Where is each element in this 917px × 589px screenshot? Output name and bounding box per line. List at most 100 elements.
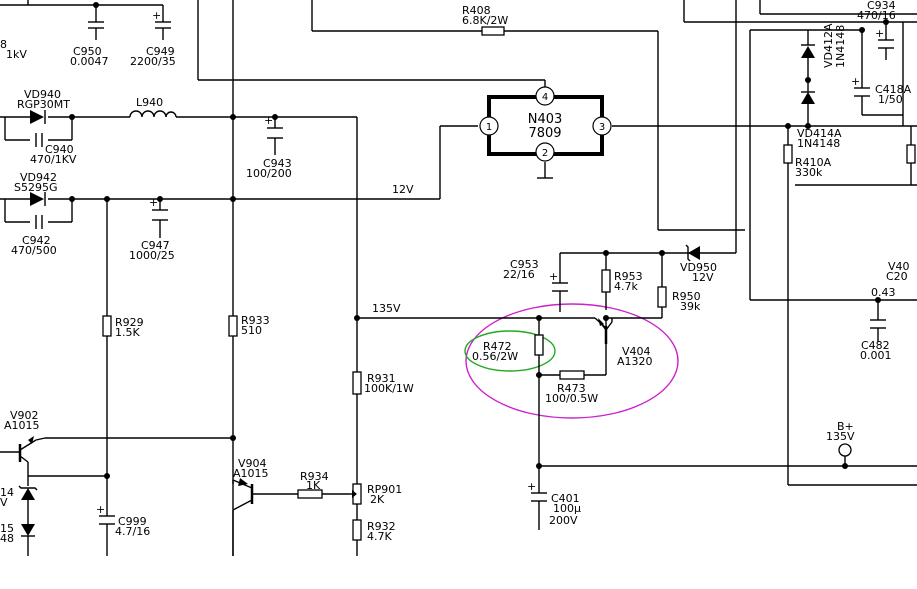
c942-value: 470/500 (11, 244, 57, 257)
bplus-label: B+ (837, 420, 854, 433)
r410a-value: 330k (795, 166, 823, 179)
c401-ref: C401 (551, 492, 580, 505)
capacitors: + + + + + + + + (35, 9, 894, 525)
vd942-value: S5295G (14, 181, 58, 194)
v904-value: A1015 (233, 467, 269, 480)
l940-inductor-icon (129, 110, 177, 118)
r933-ref: R933 (241, 314, 270, 327)
c947-value: 1000/25 (129, 249, 175, 262)
v40-value: C20 (886, 270, 908, 283)
c940-value: 470/1KV (30, 153, 77, 166)
left-zener-icon (21, 488, 35, 500)
r932-ref: R932 (367, 520, 396, 533)
c999-ref: C999 (118, 515, 147, 528)
r410a-ref: R410A (795, 156, 832, 169)
vd412a-ref: VD412A (822, 23, 835, 68)
c999-value: 4.7/16 (115, 525, 150, 538)
c401-value: 100µ (553, 502, 581, 515)
v904-arrow (238, 478, 248, 486)
n403-pin4: 4 (542, 92, 548, 103)
l940-ref: L940 (136, 96, 163, 109)
vd950-value: 12V (692, 271, 714, 284)
c943-ref: C943 (263, 157, 292, 170)
c947-ref: C947 (141, 239, 170, 252)
r408-ref: R408 (462, 4, 491, 17)
r408-body (481, 26, 505, 36)
r929-body (102, 315, 112, 337)
vd950-ref: VD950 (680, 261, 717, 274)
v902-arrow (28, 436, 34, 444)
r934-body (297, 489, 323, 499)
c953-ref: C953 (510, 258, 539, 271)
rp901-wiper-arrow (352, 490, 357, 498)
vd942-diode-icon (30, 192, 44, 206)
svg-text:+: + (152, 9, 161, 22)
magenta-highlight-ellipse (465, 303, 679, 419)
c934-ref: C934 (867, 0, 896, 12)
r933-value: 510 (241, 324, 262, 337)
wires (0, 0, 917, 556)
vd412a-diode-icon (801, 46, 815, 58)
labels: R408 6.8K/2W C934 470/16 VD412A 1N4148 C… (0, 0, 912, 545)
c943-value: 100/200 (246, 167, 292, 180)
c418a-value: 1/50 (878, 93, 903, 106)
r473-body (559, 370, 585, 380)
r410a-body (783, 144, 793, 164)
vd414a-diode-icon (801, 92, 815, 104)
r473-ref: R473 (557, 382, 586, 395)
left-d14-sub: V (0, 496, 8, 509)
r931-ref: R931 (367, 372, 396, 385)
v902-value: A1015 (4, 419, 40, 432)
c940-ref: C940 (45, 143, 74, 156)
c949-ref: C949 (146, 45, 175, 58)
svg-text:+: + (875, 27, 884, 40)
left-d15-value: 15 (0, 522, 14, 535)
svg-text:+: + (264, 114, 273, 127)
svg-text:+: + (527, 480, 536, 493)
r934-ref: R934 (300, 470, 329, 483)
vd942-ref: VD942 (20, 171, 57, 184)
n403-regulator: 4 1 3 2 N403 7809 (479, 86, 612, 162)
v404-emitter-arrow (598, 318, 604, 326)
net-12v: 12V (392, 183, 414, 196)
bplus-test-point (838, 443, 852, 457)
bplus-value: 135V (826, 430, 855, 443)
r472-ref: R472 (483, 340, 512, 353)
left-top-ref: 8 (0, 38, 7, 51)
r953-value: 4.7k (614, 280, 638, 293)
resistors (102, 26, 916, 541)
c934-value: 470/16 (857, 9, 896, 22)
v904-ref: V904 (238, 457, 267, 470)
r472-value: 0.56/2W (472, 350, 518, 363)
net-135v: 135V (372, 302, 401, 315)
c950-ref: C950 (73, 45, 102, 58)
c942-ref: C942 (22, 234, 51, 247)
vd414a-ref: VD414A (797, 127, 842, 140)
svg-text:+: + (549, 270, 558, 283)
left-d14-value: 14 (0, 486, 14, 499)
r473-value: 100/0.5W (545, 392, 598, 405)
diodes (18, 44, 815, 537)
svg-text:+: + (96, 503, 105, 516)
r933-body (228, 315, 238, 337)
r931-body (352, 371, 362, 395)
r950-body (657, 286, 667, 308)
vd940-ref: VD940 (24, 88, 61, 101)
v404-ref: V404 (622, 345, 651, 358)
r408-value: 6.8K/2W (462, 14, 508, 27)
c953-value: 22/16 (503, 268, 535, 281)
left-d15-sub: 48 (0, 532, 14, 545)
left-top-value: 1kV (6, 48, 27, 61)
v902-ref: V902 (10, 409, 39, 422)
svg-text:+: + (149, 196, 158, 209)
n403-ref: N403 (528, 112, 563, 127)
r931-value: 100K/1W (364, 382, 414, 395)
right-edge-resistor (906, 144, 916, 164)
vd950-zener-icon (688, 246, 700, 260)
rp901-value: 2K (370, 493, 385, 506)
vd414a-value: 1N4148 (797, 137, 840, 150)
r953-ref: R953 (614, 270, 643, 283)
green-highlight-ellipse (464, 330, 556, 372)
n403-pin1: 1 (486, 122, 492, 133)
